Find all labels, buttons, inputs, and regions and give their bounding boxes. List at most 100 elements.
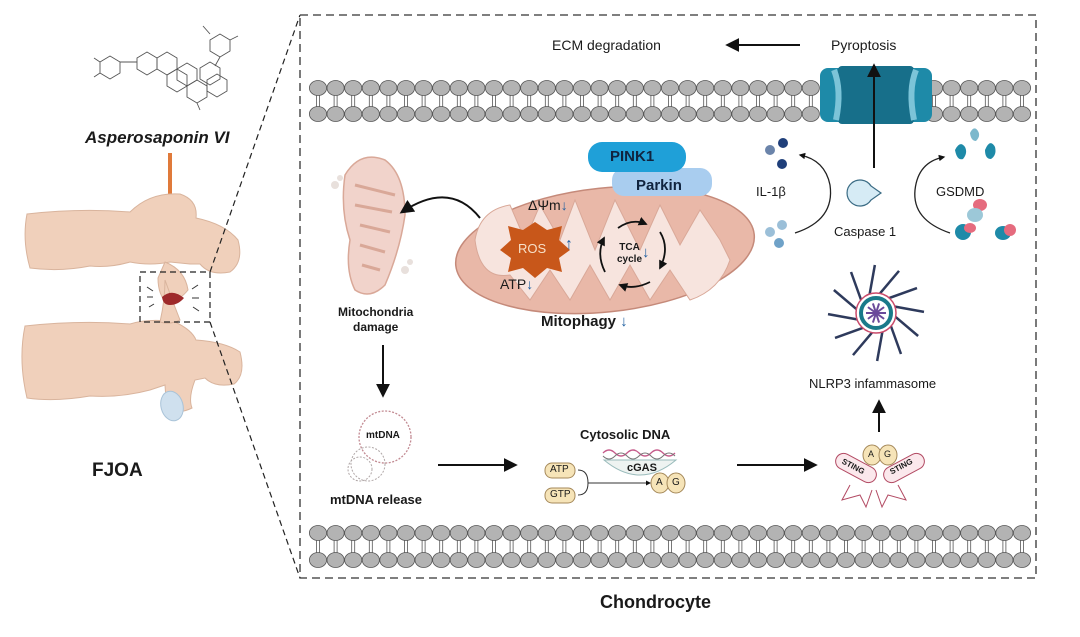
lipid-head	[942, 525, 961, 541]
tca-cycle-arrows-icon	[596, 217, 668, 292]
lipid-head	[960, 525, 979, 541]
lipid-head	[449, 552, 468, 568]
gsdmd-label: GSDMD	[936, 184, 985, 199]
mtdna-release-label: mtDNA release	[330, 492, 423, 507]
lipid-head	[854, 525, 873, 541]
lipid-head	[449, 80, 468, 96]
lipid-head	[308, 525, 327, 541]
mitochondrion-icon	[454, 185, 756, 315]
nlrp3-arm	[849, 271, 863, 301]
lipid-head	[977, 552, 996, 568]
lipid-head	[995, 80, 1014, 96]
lipid-head	[907, 525, 926, 541]
lipid-head	[731, 80, 750, 96]
lipid-head	[361, 80, 380, 96]
atp-gtp-pill-icons	[544, 462, 576, 504]
lipid-head	[555, 552, 574, 568]
lipid-head	[749, 80, 768, 96]
lipid-head	[590, 552, 609, 568]
lipid-head	[942, 80, 961, 96]
membrane-potential-text: ΔΨm	[528, 197, 561, 213]
lipid-head	[784, 552, 803, 568]
lipid-head	[361, 525, 380, 541]
lipid-head	[467, 106, 486, 122]
lipid-head	[432, 80, 451, 96]
lipid-head	[784, 80, 803, 96]
lipid-head	[590, 525, 609, 541]
pink1-label: PINK1	[610, 148, 655, 165]
lipid-head	[960, 552, 979, 568]
lipid-head	[784, 525, 803, 541]
lipid-head	[396, 106, 415, 122]
lipid-head	[713, 552, 732, 568]
lipid-head	[889, 552, 908, 568]
lipid-head	[801, 80, 820, 96]
zoom-indicator	[139, 14, 301, 579]
sting-g-label: G	[884, 449, 892, 459]
lipid-head	[819, 552, 838, 568]
top-membrane	[308, 80, 1032, 122]
atp-down-icon: ↓	[526, 276, 534, 292]
lipid-head	[696, 552, 715, 568]
lipid-head	[484, 106, 503, 122]
lipid-head	[977, 106, 996, 122]
lipid-head	[590, 106, 609, 122]
nlrp3-arm	[888, 286, 918, 300]
lipid-head	[731, 525, 750, 541]
lipid-head	[361, 552, 380, 568]
lipid-head	[537, 525, 556, 541]
lipid-head	[502, 80, 521, 96]
damaged-mitochondrion-icon	[331, 156, 413, 295]
lipid-head	[502, 106, 521, 122]
sting-a-label: A	[868, 449, 875, 459]
lipid-head	[608, 106, 627, 122]
lipid-head	[414, 552, 433, 568]
lipid-head	[837, 525, 856, 541]
nlrp3-inflammasome-icon	[827, 264, 925, 362]
mtdna-icon	[347, 410, 412, 482]
lipid-head	[1013, 552, 1032, 568]
tca-line2: cycle	[617, 254, 643, 265]
nlrp3-arm	[833, 289, 858, 310]
lipid-head	[520, 525, 539, 541]
lipid-head	[643, 552, 662, 568]
lipid-head	[784, 106, 803, 122]
lipid-head	[502, 525, 521, 541]
lipid-head	[326, 525, 345, 541]
lipid-head	[537, 552, 556, 568]
cgas-icon	[602, 449, 678, 476]
gtp-pill-label: GTP	[550, 489, 571, 500]
lipid-head	[484, 525, 503, 541]
lipid-head	[326, 552, 345, 568]
lipid-head	[608, 80, 627, 96]
lipid-head	[432, 106, 451, 122]
lipid-head	[960, 106, 979, 122]
lipid-head	[608, 525, 627, 541]
gsdmd-nterm-icon	[955, 128, 996, 160]
lipid-head	[749, 106, 768, 122]
lipid-head	[537, 80, 556, 96]
lipid-head	[361, 106, 380, 122]
lipid-head	[326, 106, 345, 122]
il1b-mature-icon	[765, 138, 788, 169]
nlrp3-arm	[894, 305, 925, 314]
cgamp-icon	[650, 472, 686, 494]
lipid-head	[379, 552, 398, 568]
nlrp3-core-spoke	[875, 306, 885, 314]
lipid-head	[625, 552, 644, 568]
lipid-head	[625, 106, 644, 122]
lipid-head	[520, 552, 539, 568]
lipid-head	[326, 80, 345, 96]
mitophagy-text: Mitophagy	[541, 313, 616, 330]
lipid-head	[696, 106, 715, 122]
nlrp3-arm	[834, 326, 864, 340]
nlrp3-arm	[894, 316, 919, 337]
lipid-head	[960, 80, 979, 96]
lipid-head	[344, 106, 363, 122]
lipid-head	[942, 106, 961, 122]
il1b-precursor-icon	[765, 220, 787, 248]
atp-label: ATP↓	[500, 276, 533, 292]
lipid-head	[449, 106, 468, 122]
lipid-head	[414, 106, 433, 122]
lipid-head	[573, 552, 592, 568]
